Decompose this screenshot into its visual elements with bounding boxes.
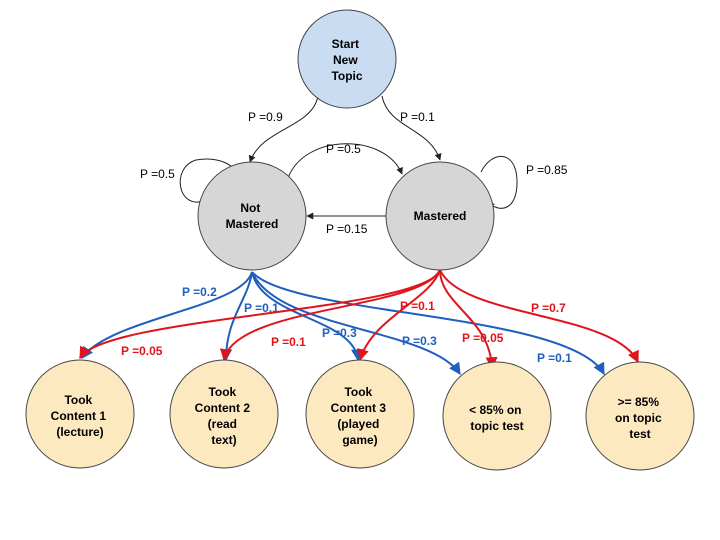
below85-node (442, 361, 552, 471)
start-node (297, 9, 397, 109)
edge-not-mastered-to-content1 (81, 271, 253, 359)
label-start-to-mastered: P =0.1 (400, 110, 435, 124)
edge-mastered-to-above85 (439, 269, 639, 364)
mastered-node-label: Mastered (414, 209, 467, 223)
edge-start-to-not-mastered (248, 95, 319, 163)
edge-not-mastered-to-below85 (251, 271, 461, 376)
mastered-node (385, 161, 495, 271)
content2-node (169, 359, 279, 469)
label-not-mastered-to-content1: P =0.2 (182, 285, 217, 299)
label-mastered-to-above85: P =0.7 (531, 301, 566, 315)
label-not-mastered-to-above85: P =0.1 (537, 351, 572, 365)
label-not-mastered-to-content2: P =0.1 (244, 301, 279, 315)
edge-not-mastered-self (179, 158, 242, 203)
label-not-mastered-to-content3: P =0.3 (322, 326, 357, 340)
label-not-mastered-to-below85: P =0.3 (402, 334, 437, 348)
label-start-to-not-mastered: P =0.9 (248, 110, 283, 124)
above85-node-label: >= 85% on topic test (615, 395, 665, 441)
edge-mastered-self (480, 155, 518, 209)
label-not-mastered-self: P =0.5 (140, 167, 175, 181)
start-node-label: Start New Topic (331, 37, 362, 83)
label-mastered-to-content2: P =0.1 (271, 335, 306, 349)
edge-not-mastered-to-content3 (251, 271, 363, 362)
edge-mastered-to-content1 (79, 269, 441, 360)
mastered-emission-edges (79, 269, 639, 370)
label-mastered-to-content3: P =0.1 (400, 299, 435, 313)
above85-node (585, 361, 695, 471)
label-mastered-self: P =0.85 (526, 163, 568, 177)
label-mastered-to-below85: P =0.05 (462, 331, 504, 345)
edge-start-to-mastered (381, 95, 442, 161)
edge-not-mastered-to-content2 (220, 271, 253, 362)
label-mastered-to-content1: P =0.05 (121, 344, 163, 358)
content1-node-label: Took Content 1 (lecture) (51, 393, 110, 439)
not-mastered-emission-edges (81, 271, 605, 376)
label-not-mastered-to-mastered: P =0.5 (326, 142, 361, 156)
edge-mastered-to-content3 (357, 269, 441, 362)
below85-node-label: < 85% on topic test (469, 403, 525, 433)
content1-node (25, 359, 135, 469)
edge-not-mastered-to-above85 (251, 271, 605, 376)
nodes (25, 9, 695, 471)
edge-mastered-to-below85 (439, 269, 498, 370)
label-mastered-to-not-mastered: P =0.15 (326, 222, 368, 236)
content3-node (305, 359, 415, 469)
content3-node-label: Took Content 3 (played game) (331, 385, 390, 447)
edge-not-mastered-to-mastered (287, 143, 403, 179)
not-mastered-node-label: Not Mastered (226, 201, 279, 231)
transition-edges (179, 95, 518, 220)
content2-node-label: Took Content 2 (read text) (195, 385, 254, 447)
not-mastered-node (197, 161, 307, 271)
edge-mastered-to-content2 (220, 269, 441, 362)
